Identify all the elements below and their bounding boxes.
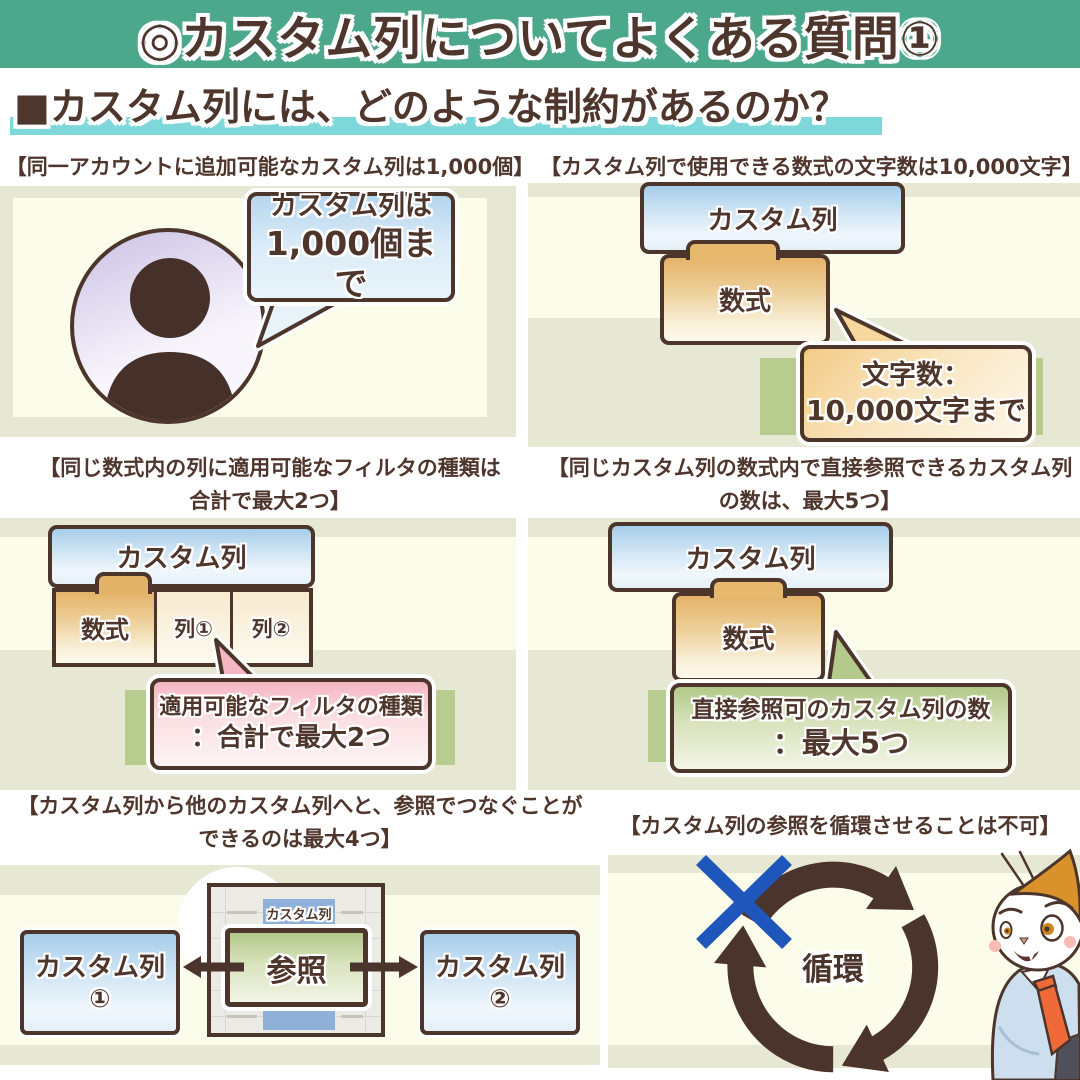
panel1-caption: 【同一アカウントに追加可能なカスタム列は1,000個】 (5, 155, 535, 179)
page-title: ◎カスタム列についてよくある質問① (139, 11, 941, 67)
panel3-formula-folder-tab (95, 572, 152, 594)
panel2-folder-label: カスタム列 (707, 205, 838, 236)
panel3-formula-cell: 数式 (56, 592, 157, 663)
panel3-speech-bubble: 適用可能なフィルタの種類 ：合計で最大2つ (150, 678, 432, 770)
left-arrow-head (183, 956, 201, 978)
right-arrow-head (399, 956, 418, 978)
title-banner: ◎カスタム列についてよくある質問① (0, 0, 1080, 68)
panel3-caption-line2: 合計で最大2つ】 (189, 489, 351, 513)
panel4-caption-line2: の数は、最大5つ】 (718, 489, 902, 513)
panel3-caption-line1: 【同じ数式内の列に適用可能なフィルタの種類は (39, 456, 501, 480)
panel4-bubble-text1: 直接参照可のカスタム列の数 (691, 697, 991, 723)
panel3-folder-label: カスタム列 (116, 544, 247, 574)
panel2-formula-folder-tab (686, 240, 780, 260)
panel3-bubble-text1: 適用可能なフィルタの種類 (159, 695, 423, 720)
panel3-column2-cell: 列② (251, 616, 291, 641)
panel4-caption: 【同じカスタム列の数式内で直接参照できるカスタム列 の数は、最大5つ】 (540, 452, 1080, 518)
sheet-dash (227, 1015, 257, 1018)
sheet-header-cell: カスタム列 (263, 899, 335, 927)
panel2-custom-column-folder: カスタム列 (640, 182, 905, 254)
panel3-bubble-text2: ：合計で最大2つ (190, 723, 392, 753)
panel2-caption: 【カスタム列で使用できる数式の文字数は10,000文字】 (540, 155, 1080, 179)
reference-arrows (183, 956, 418, 978)
user-avatar-icon (70, 228, 266, 424)
panel3-custom-column-folder: カスタム列 (48, 525, 315, 588)
panel4-bubble-text2: ：最大5つ (772, 726, 910, 760)
panel4-formula-folder: 数式 (672, 592, 825, 682)
panel2-bubble-text1: 文字数： (862, 359, 970, 391)
panel2-bubble-text2: 10,000文字まで (805, 393, 1027, 427)
section-heading: ■カスタム列には、どのような制約があるのか？ (14, 85, 848, 129)
panel6-bg-stripe (608, 1045, 1080, 1068)
sheet-dash (227, 911, 257, 914)
panel4-caption-line1: 【同じカスタム列の数式内で直接参照できるカスタム列 (547, 456, 1073, 480)
panel5-caption: 【カスタム列から他のカスタム列へと、参照でつなぐことが できるのは最大4つ】 (0, 790, 600, 856)
panel3-cell-row: 数式 列① 列② (52, 588, 313, 667)
panel4-folder-label: カスタム列 (685, 544, 816, 575)
panel5-bg-stripe (0, 1045, 600, 1065)
panel1-bubble-text1: カスタム列は (270, 191, 432, 222)
box1-label: カスタム列 (34, 952, 165, 983)
panel4-formula-label: 数式 (722, 624, 775, 655)
reference-label: 参照 (266, 953, 327, 989)
panel4-formula-folder-tab (710, 578, 787, 598)
panel1-bubble-text2: 1,000個まで (265, 224, 437, 303)
panel2-speech-bubble: 文字数： 10,000文字まで (800, 345, 1032, 442)
panel3-bubble-tail (211, 635, 265, 689)
panel3-caption: 【同じ数式内の列に適用可能なフィルタの種類は 合計で最大2つ】 (0, 452, 540, 518)
panel2-formula-folder: 数式 (660, 254, 830, 345)
panel6-graphic: 循環 (608, 848, 1080, 1080)
sheet-dash (341, 1015, 363, 1018)
box2-number: ② (489, 983, 511, 1013)
panel2-formula-label: 数式 (718, 287, 771, 317)
box2-label: カスタム列 (434, 952, 565, 983)
panel4-speech-bubble: 直接参照可のカスタム列の数 ：最大5つ (670, 683, 1012, 773)
panel5-caption-line2: できるのは最大4つ】 (198, 827, 402, 851)
sheet-dash (341, 911, 363, 914)
x-mark-icon (696, 854, 792, 950)
panel6-caption: 【カスタム列の参照を循環させることは不可】 (619, 814, 1061, 838)
cycle-label: 循環 (802, 952, 865, 988)
box1-number: ① (89, 983, 111, 1013)
panel1-speech-bubble: カスタム列は 1,000個まで (247, 191, 455, 303)
sheet-header-label: カスタム列 (266, 907, 332, 923)
heading-underline (10, 117, 882, 135)
cat-mascot (989, 848, 1080, 1080)
panel5-caption-line1: 【カスタム列から他のカスタム列へと、参照でつなぐことが (17, 794, 583, 818)
panel1-bubble-tail (253, 293, 350, 351)
custom-column-box-1: カスタム列 ① (20, 930, 180, 1035)
custom-column-box-2: カスタム列 ② (420, 930, 580, 1035)
panel3-column1-cell: 列① (157, 592, 233, 663)
